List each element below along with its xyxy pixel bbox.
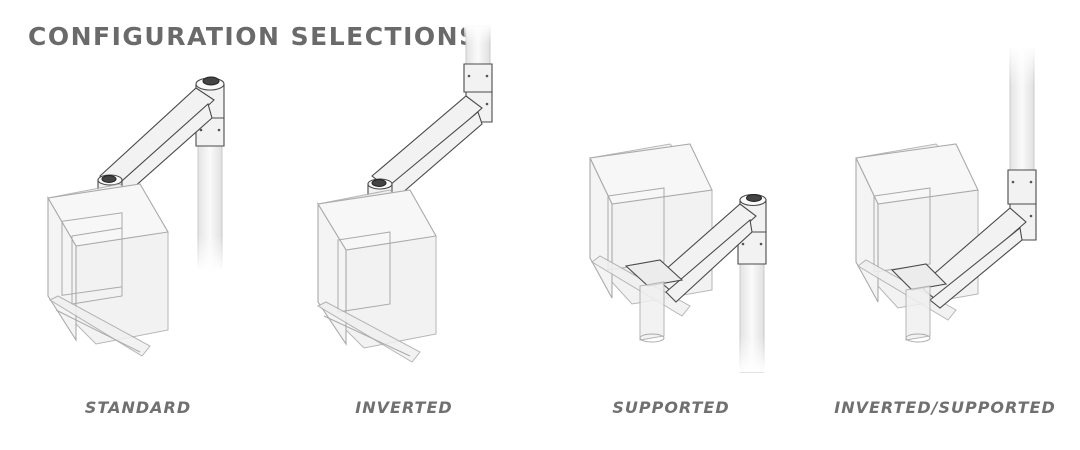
caption-supported: SUPPORTED [612,398,730,417]
page-title: CONFIGURATION SELECTIONS [28,22,479,51]
standard-config-illustration [47,76,225,357]
inverted-config-illustration [316,24,493,363]
caption-standard: STANDARD [84,398,192,417]
caption-inverted: INVERTED [355,398,453,417]
caption-inverted-supported: INVERTED/SUPPORTED [834,398,1056,417]
supported-config-illustration [589,143,767,373]
inverted-supported-config-illustration [855,46,1037,343]
